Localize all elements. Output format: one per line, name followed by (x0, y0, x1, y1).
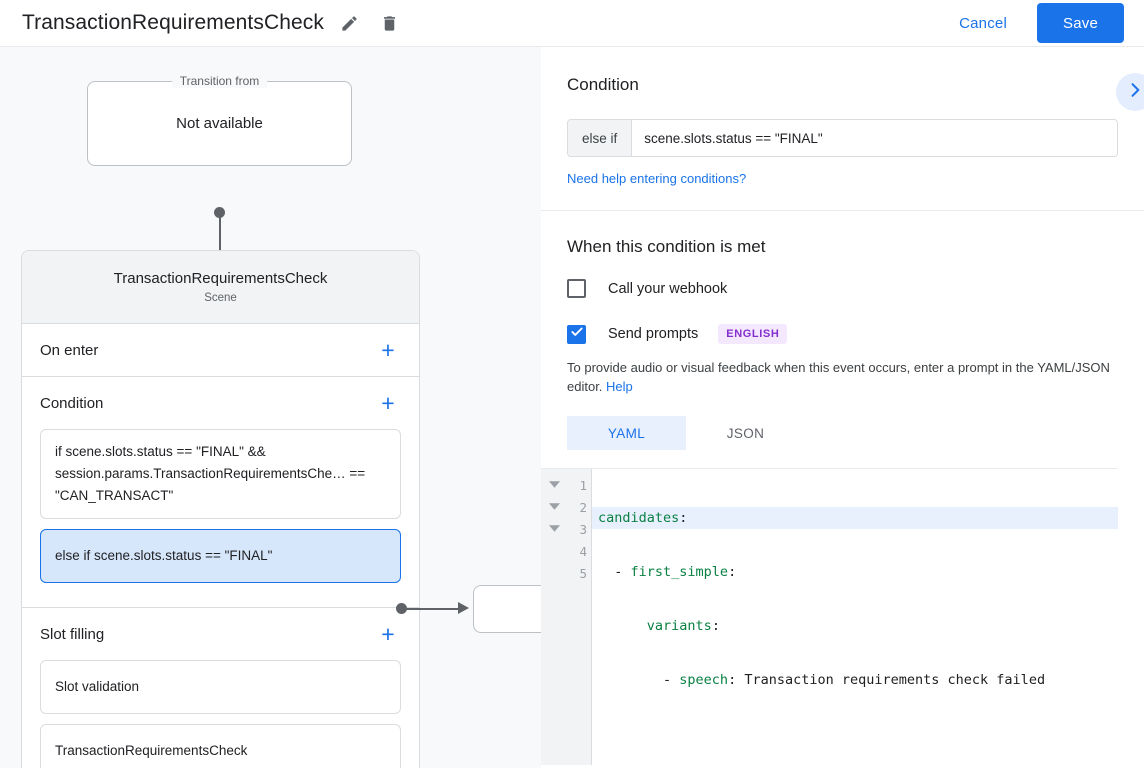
transition-from-value: Not available (176, 115, 263, 132)
app-header: TransactionRequirementsCheck Cancel Save (0, 0, 1144, 47)
tab-json[interactable]: JSON (726, 425, 765, 441)
line-number-gutter: 1 2 3 4 5 (567, 469, 592, 765)
next-transition-card[interactable] (473, 585, 541, 633)
section-title-on-enter: On enter (40, 341, 99, 359)
code-content[interactable]: candidates: - first_simple: variants: - … (592, 469, 1118, 765)
slot-filling-item[interactable]: Slot validation (40, 660, 401, 714)
help-link[interactable]: Help (606, 379, 633, 394)
pencil-icon (340, 14, 359, 33)
description-text: To provide audio or visual feedback when… (567, 360, 1110, 394)
send-prompts-row[interactable]: Send prompts ENGLISH (567, 324, 1118, 344)
slot-filling-item[interactable]: TransactionRequirementsCheck (40, 724, 401, 768)
save-button[interactable]: Save (1037, 3, 1124, 43)
transition-from-legend: Transition from (171, 74, 268, 88)
when-condition-met-heading: When this condition is met (567, 237, 766, 256)
condition-prefix-label: else if (568, 120, 633, 156)
edit-title-button[interactable] (334, 8, 364, 38)
code-key: first_simple (630, 564, 729, 580)
call-webhook-label: Call your webhook (608, 280, 728, 297)
code-key: variants (646, 618, 712, 634)
code-value: Transaction requirements check failed (744, 672, 1046, 688)
code-colon: : (728, 564, 737, 580)
section-header-on-enter: On enter + (40, 324, 401, 376)
line-number: 4 (579, 544, 587, 559)
code-line[interactable]: - first_simple: (592, 561, 1118, 583)
section-slot-filling: Slot filling + Slot validation Transacti… (22, 608, 419, 768)
code-key: speech (679, 672, 729, 688)
code-line[interactable]: variants: (592, 615, 1118, 637)
add-condition-button[interactable]: + (381, 389, 395, 416)
header-actions: Cancel Save (945, 3, 1124, 43)
checkmark-icon (570, 325, 584, 344)
caret-down-icon (548, 477, 560, 495)
send-prompts-label: Send prompts (608, 326, 699, 342)
line-number: 1 (579, 478, 587, 493)
page-title: TransactionRequirementsCheck (22, 11, 324, 34)
when-condition-met-block: When this condition is met Call your web… (541, 211, 1144, 765)
section-condition: Condition + if scene.slots.status == "FI… (22, 377, 419, 608)
code-indent (598, 564, 614, 580)
fold-toggle-3[interactable] (541, 519, 567, 541)
condition-item-selected[interactable]: else if scene.slots.status == "FINAL" (40, 529, 401, 583)
condition-heading: Condition (567, 75, 639, 94)
code-indent (598, 618, 647, 634)
add-on-enter-button[interactable]: + (381, 336, 395, 363)
trash-icon (380, 14, 399, 33)
code-dash: - (614, 564, 631, 580)
fold-toggle-2[interactable] (541, 497, 567, 519)
code-dash: - (663, 672, 680, 688)
transition-graph-panel: Transition from Not available Transactio… (0, 47, 541, 768)
connector-line (219, 213, 221, 260)
code-fold-gutter (541, 469, 567, 765)
code-line[interactable]: - speech: Transaction requirements check… (592, 669, 1118, 691)
scene-title: TransactionRequirementsCheck (113, 270, 328, 287)
selected-node-edge-arrow-icon (458, 602, 469, 614)
selected-node-edge-line (405, 608, 460, 610)
send-prompts-checkbox[interactable] (567, 324, 586, 344)
condition-expression-input[interactable]: scene.slots.status == "FINAL" (632, 120, 1117, 156)
condition-item[interactable]: if scene.slots.status == "FINAL" && sess… (40, 429, 401, 519)
code-colon: : (679, 510, 688, 526)
code-colon: : (728, 672, 745, 688)
code-indent (598, 672, 663, 688)
condition-help-link[interactable]: Need help entering conditions? (567, 171, 747, 186)
line-number: 5 (579, 566, 587, 581)
cancel-button[interactable]: Cancel (945, 7, 1021, 40)
chevron-right-icon (1125, 80, 1144, 105)
caret-down-icon (548, 499, 560, 517)
tab-yaml[interactable]: YAML (567, 416, 686, 450)
section-on-enter: On enter + (22, 324, 419, 377)
section-title-condition: Condition (40, 394, 104, 412)
editor-format-tabs: YAML JSON (567, 416, 1118, 450)
transition-from-card: Transition from Not available (87, 74, 352, 166)
call-webhook-checkbox[interactable] (567, 279, 586, 298)
code-line[interactable]: candidates: (592, 507, 1118, 529)
line-number: 2 (579, 500, 587, 515)
condition-input-row[interactable]: else if scene.slots.status == "FINAL" (567, 119, 1118, 157)
section-header-condition: Condition + (40, 377, 401, 429)
send-prompts-description: To provide audio or visual feedback when… (567, 358, 1118, 396)
code-line[interactable] (592, 723, 1118, 745)
condition-block: Condition else if scene.slots.status == … (541, 47, 1144, 211)
code-colon: : (711, 618, 720, 634)
code-editor[interactable]: 1 2 3 4 5 candidates: - first_simple: va… (541, 468, 1118, 765)
detail-panel: Condition else if scene.slots.status == … (541, 47, 1144, 768)
add-slot-filling-button[interactable]: + (381, 620, 395, 647)
selected-node-out-dot (396, 603, 407, 614)
delete-button[interactable] (374, 8, 404, 38)
section-title-slot-filling: Slot filling (40, 625, 105, 643)
fold-toggle-1[interactable] (541, 475, 567, 497)
section-header-slot-filling: Slot filling + (40, 608, 401, 660)
scene-subtitle: Scene (204, 292, 237, 304)
caret-down-icon (548, 521, 560, 539)
language-badge: ENGLISH (718, 324, 788, 344)
scene-header: TransactionRequirementsCheck Scene (22, 251, 419, 324)
code-key: candidates (598, 510, 680, 526)
transition-to-card: TransactionRequirementsCheck Scene On en… (21, 250, 420, 768)
expand-panel-button[interactable] (1116, 73, 1144, 111)
connector-dot (214, 207, 225, 218)
call-webhook-row[interactable]: Call your webhook (567, 279, 1118, 298)
line-number: 3 (579, 522, 587, 537)
